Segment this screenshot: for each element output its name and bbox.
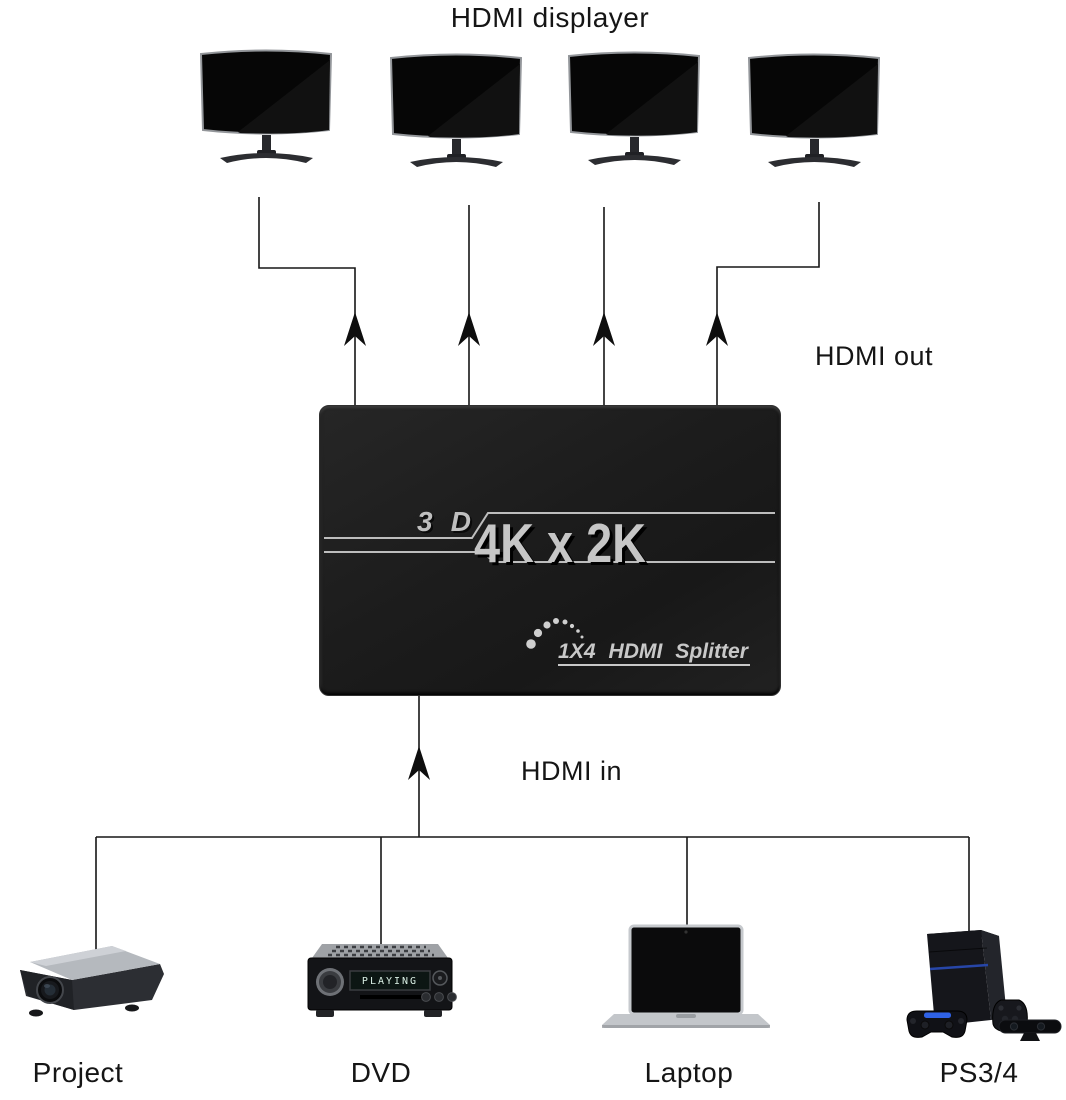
monitor-icon [747, 53, 881, 167]
dvd-display-text: PLAYING [362, 976, 418, 987]
dvd-player-image: PLAYING [307, 944, 457, 1017]
projector-label: Project [32, 1057, 124, 1088]
monitor-icon [199, 49, 333, 163]
arrow-up-icon [344, 312, 728, 780]
webcam-dot [684, 930, 688, 934]
controller-lightbar [924, 1012, 951, 1018]
projector-foot [125, 1004, 139, 1012]
projector-image [20, 946, 164, 1017]
hdmi-in-label: HDMI in [521, 756, 623, 786]
splitter-device: 3D 3D 4K x 2K 4K x 2K 1X4 HDMI Splitter [319, 405, 781, 696]
controller-flat [906, 1010, 968, 1038]
hdmi-displayer-label: HDMI displayer [450, 2, 650, 33]
hdmi-in-cables [95, 693, 970, 952]
dots-swoosh-icon [526, 618, 584, 649]
ps-label: PS3/4 [939, 1057, 1019, 1088]
game-console-image [906, 930, 1062, 1041]
hdmi-out-cables [258, 197, 820, 405]
vent-grille [328, 945, 434, 957]
disc-slot [360, 995, 430, 999]
projector-lens [36, 976, 64, 1004]
camera-bar [998, 1019, 1062, 1041]
console-tower [927, 930, 1007, 1026]
splitter-top-print: 3D 3D 4K x 2K 4K x 2K 1X4 HDMI Splitter [324, 506, 775, 666]
badge-3d: 3D [417, 506, 471, 537]
hdmi-out-label: HDMI out [815, 341, 934, 371]
projector-foot [29, 1009, 43, 1017]
laptop-label: Laptop [644, 1057, 734, 1088]
monitor-icon [389, 53, 523, 167]
dvd-label: DVD [350, 1057, 412, 1088]
resolution-text: 4K x 2K [474, 512, 646, 574]
monitor-icon [567, 51, 701, 165]
dvd-display [349, 970, 431, 991]
resolution-text-shadow: 4K x 2K [477, 515, 649, 577]
product-name-text: 1X4 HDMI Splitter [558, 640, 750, 663]
stripe-lines [324, 512, 775, 563]
laptop-image [602, 924, 770, 1028]
laptop-base [602, 1014, 770, 1028]
